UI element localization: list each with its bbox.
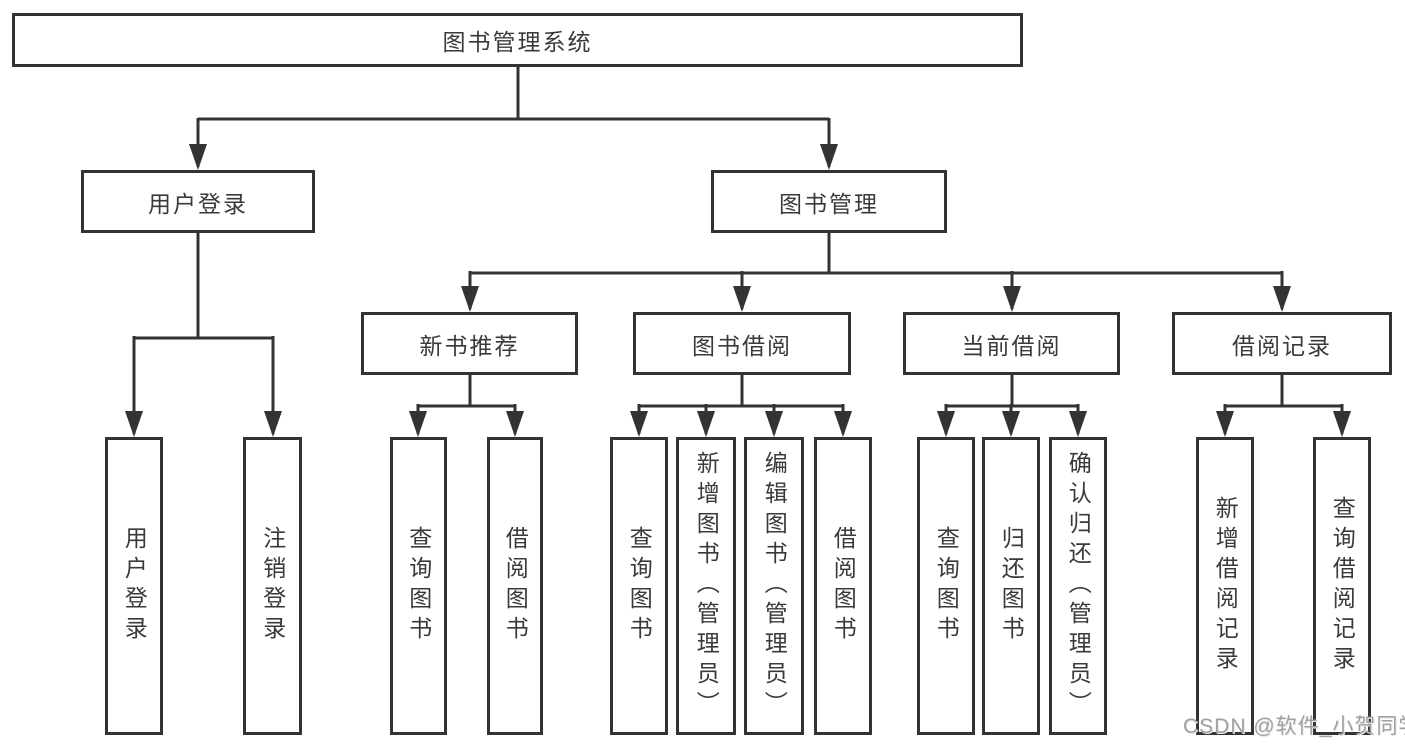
- leaf-query-books-current: 查询图书: [917, 437, 975, 735]
- node-user-login: 用户登录: [81, 170, 315, 233]
- arrow-down-icon: [820, 144, 838, 170]
- arrow-down-icon: [461, 286, 479, 312]
- leaf-query-books-recommend: 查询图书: [390, 437, 447, 735]
- node-current-borrow: 当前借阅: [903, 312, 1120, 375]
- connector-book-management-children: [468, 233, 1284, 309]
- connector-user-login-children: [132, 233, 275, 434]
- leaf-confirm-return-admin: 确认归还（管理员）: [1049, 437, 1107, 735]
- node-root-library-system: 图书管理系统: [12, 13, 1023, 67]
- leaf-query-borrow-record: 查询借阅记录: [1313, 437, 1371, 735]
- arrow-down-icon: [1069, 411, 1087, 437]
- arrow-down-icon: [733, 286, 751, 312]
- arrow-down-icon: [1003, 286, 1021, 312]
- arrow-down-icon: [125, 411, 143, 437]
- arrow-down-icon: [1273, 286, 1291, 312]
- leaf-return-books: 归还图书: [982, 437, 1040, 735]
- node-book-borrow: 图书借阅: [633, 312, 851, 375]
- leaf-logout: 注销登录: [243, 437, 302, 735]
- arrow-down-icon: [834, 411, 852, 437]
- arrow-down-icons: [125, 144, 1351, 437]
- watermark: CSDN @软件_小贺同学: [1183, 715, 1405, 738]
- leaf-query-books-borrow: 查询图书: [610, 437, 668, 735]
- connector-book-borrow-children: [637, 375, 845, 434]
- arrow-down-icon: [1333, 411, 1351, 437]
- arrow-down-icon: [1002, 411, 1020, 437]
- leaf-user-login: 用户登录: [105, 437, 163, 735]
- arrow-down-icon: [630, 411, 648, 437]
- leaf-borrow-books: 借阅图书: [814, 437, 872, 735]
- leaf-add-borrow-record: 新增借阅记录: [1196, 437, 1254, 735]
- leaf-edit-book-admin: 编辑图书（管理员）: [744, 437, 804, 735]
- node-book-management: 图书管理: [711, 170, 947, 233]
- arrow-down-icon: [697, 411, 715, 437]
- node-borrow-records: 借阅记录: [1172, 312, 1392, 375]
- connector-lines: [132, 67, 1344, 434]
- leaf-borrow-books-recommend: 借阅图书: [487, 437, 543, 735]
- connector-new-book-children: [416, 375, 517, 434]
- arrow-down-icon: [189, 144, 207, 170]
- connector-borrow-record-children: [1223, 375, 1344, 434]
- arrow-down-icon: [409, 411, 427, 437]
- connector-root-to-level2: [196, 67, 831, 167]
- arrow-down-icon: [264, 411, 282, 437]
- arrow-down-icon: [937, 411, 955, 437]
- arrow-down-icon: [765, 411, 783, 437]
- node-new-book-recommend: 新书推荐: [361, 312, 578, 375]
- arrow-down-icon: [506, 411, 524, 437]
- leaf-add-book-admin: 新增图书（管理员）: [676, 437, 736, 735]
- arrow-down-icon: [1216, 411, 1234, 437]
